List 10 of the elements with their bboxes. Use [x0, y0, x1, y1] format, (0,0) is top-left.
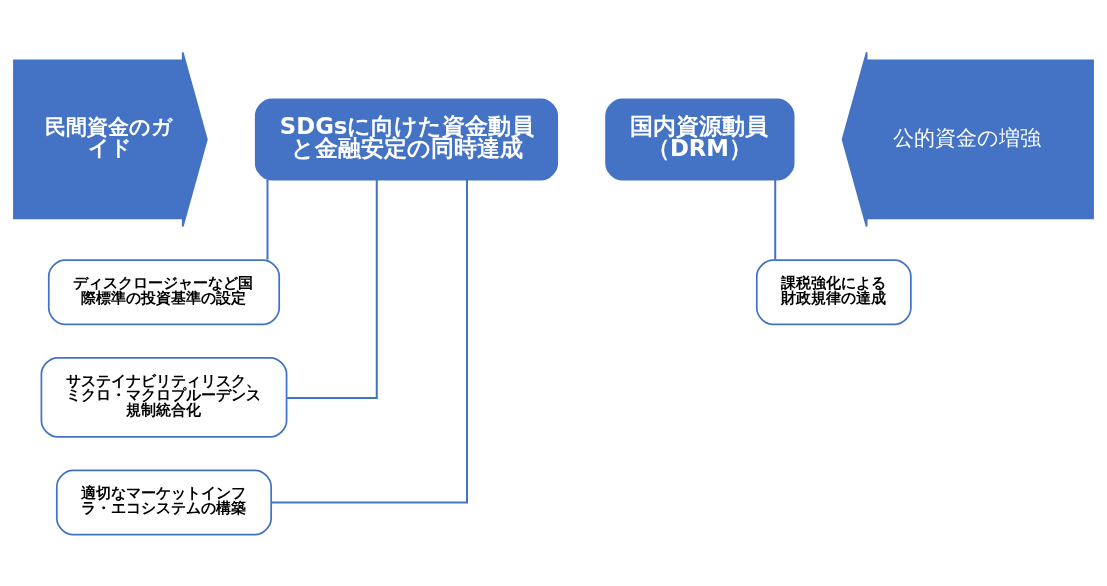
node-box: サステイナビリティリスク、ミクロ・マクロプルーデンス規制統合化: [40, 356, 288, 438]
node-box: 国内資源動員（DRM）: [605, 97, 795, 180]
connector: [774, 179, 777, 260]
node-box: ディスクロージャーなど国際標準の投資基準の設定: [47, 258, 281, 325]
connector: [266, 179, 269, 260]
node-box: SDGsに向けた資金動員と金融安定の同時達成: [254, 97, 559, 180]
connector: [287, 179, 378, 399]
node-box: 課税強化による財政規律の達成: [755, 258, 912, 325]
node-box: 適切なマーケットインフラ・エコシステムの構築: [55, 468, 273, 535]
connector: [271, 179, 468, 503]
